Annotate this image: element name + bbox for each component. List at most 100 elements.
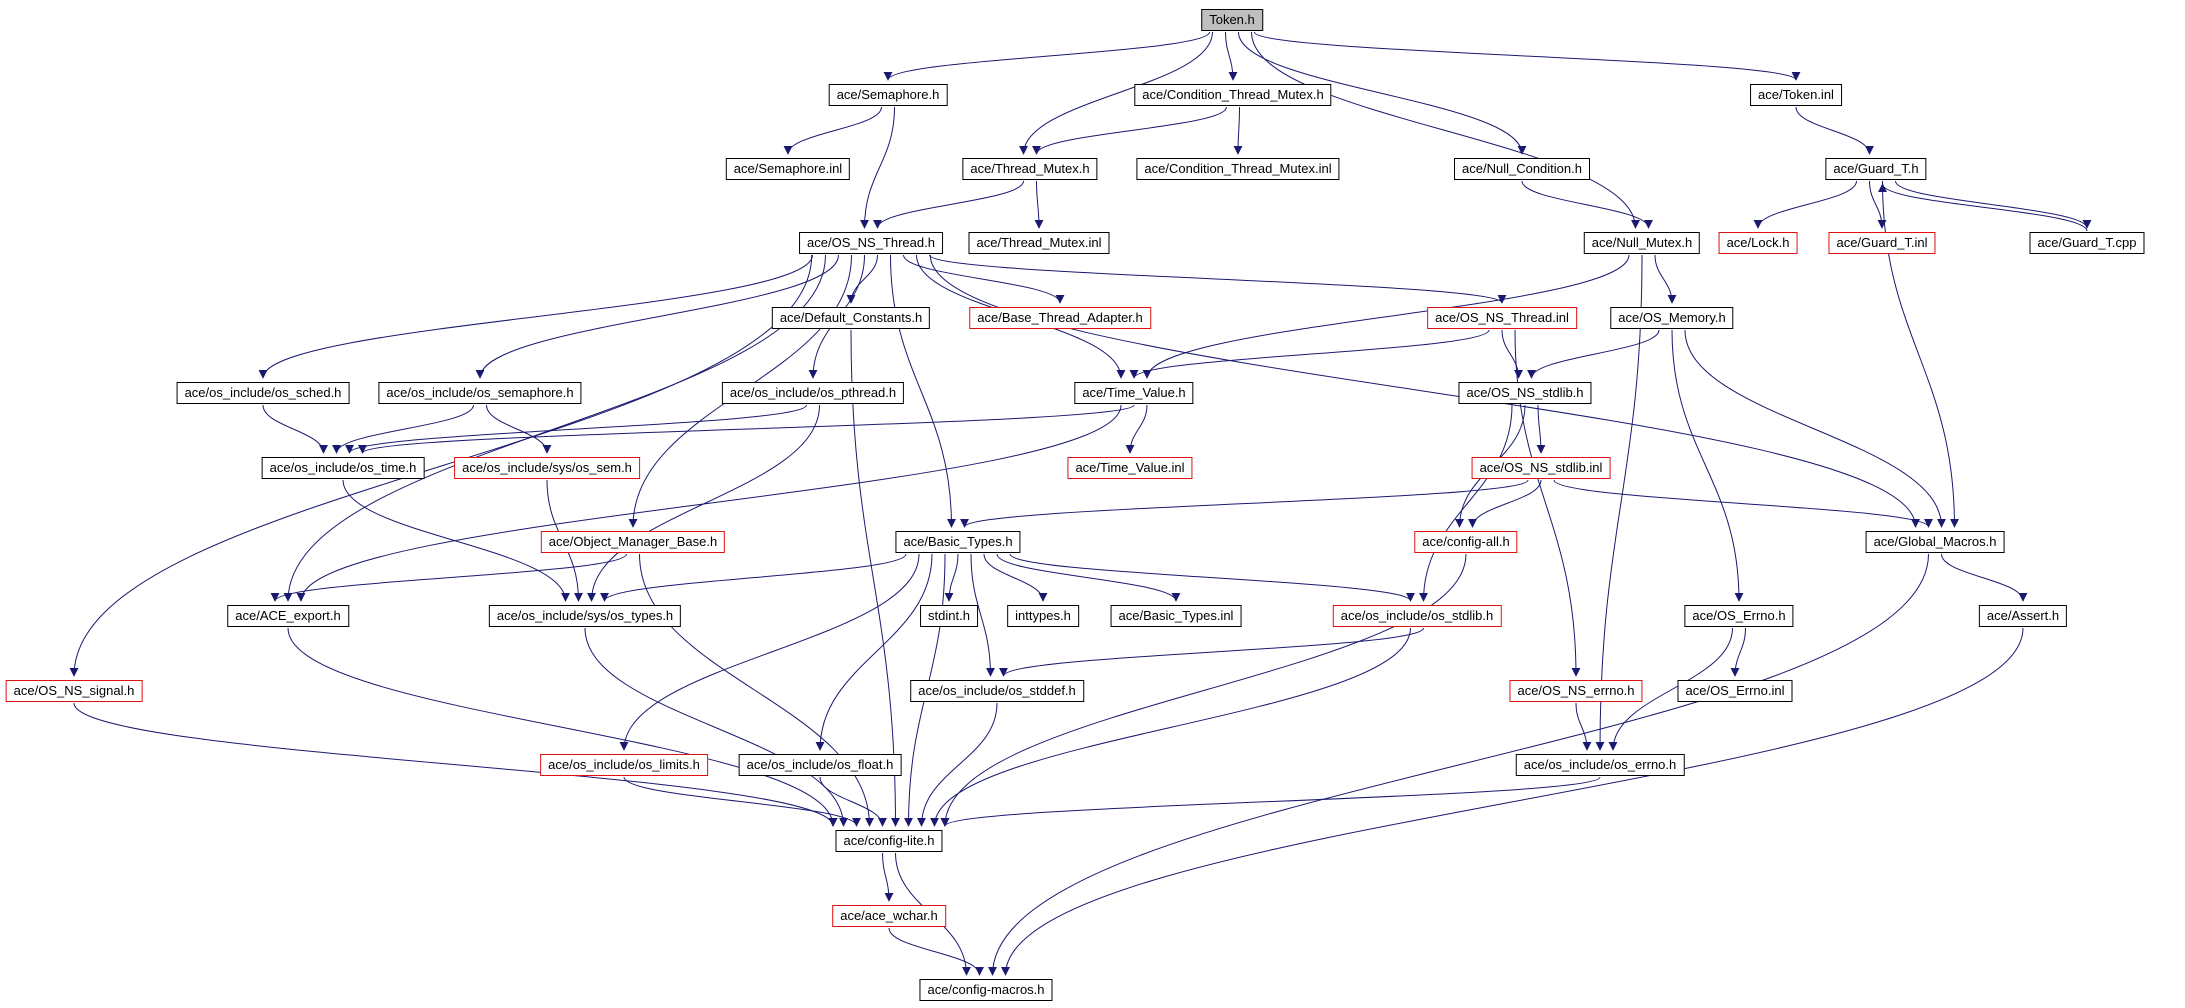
graph-node-config_macros_h[interactable]: ace/config-macros.h: [919, 979, 1053, 1001]
graph-node-semaphore_inl[interactable]: ace/Semaphore.inl: [725, 158, 851, 180]
include-edge-time_value_h-time_value_inl: [1125, 404, 1148, 454]
include-edge-os_float_h-config_lite_h: [819, 776, 887, 827]
graph-node-os_time_h[interactable]: ace/os_include/os_time.h: [261, 457, 425, 479]
graph-node-guard_t_cpp[interactable]: ace/Guard_T.cpp: [2029, 232, 2145, 254]
include-edge-config_all_h-config_lite_h: [940, 553, 1467, 827]
include-edge-token_h-thread_mutex_h: [1019, 31, 1213, 155]
include-edge-object_manager_base_h-ace_export_h: [270, 553, 627, 602]
include-edge-os_stdlib_h-config_lite_h: [930, 627, 1411, 827]
graph-node-lock_h[interactable]: ace/Lock.h: [1718, 232, 1798, 254]
include-edge-guard_t_h-guard_t_inl: [1869, 180, 1887, 229]
graph-node-assert_h[interactable]: ace/Assert.h: [1978, 605, 2068, 627]
include-edge-assert_h-config_macros_h: [1001, 627, 2024, 976]
graph-node-config_all_h[interactable]: ace/config-all.h: [1414, 531, 1518, 553]
graph-node-basic_types_h[interactable]: ace/Basic_Types.h: [895, 531, 1021, 553]
include-edge-os_semaphore_h-sys_os_sem_h: [486, 404, 552, 454]
include-edge-thread_mutex_h-os_ns_thread_h: [873, 180, 1024, 229]
include-edge-null_mutex_h-time_value_h: [1142, 254, 1630, 379]
include-edge-token_h-semaphore_h: [883, 31, 1211, 81]
graph-node-os_semaphore_h[interactable]: ace/os_include/os_semaphore.h: [378, 382, 582, 404]
graph-node-oserrno_inl[interactable]: ace/OS_Errno.inl: [1677, 680, 1793, 702]
include-edge-null_condition_h-null_mutex_h: [1521, 180, 1653, 229]
include-edge-cond_tm_h-thread_mutex_h: [1032, 106, 1227, 155]
include-edge-guard_t_cpp-guard_t_h: [1878, 183, 2088, 232]
graph-node-thread_mutex_h[interactable]: ace/Thread_Mutex.h: [962, 158, 1098, 180]
include-edge-os_limits_h-config_lite_h: [623, 776, 861, 827]
include-edge-os_ns_stdlib_inl-global_macros_h: [1553, 479, 1933, 528]
include-edge-basic_types_h-inttypes_h: [983, 553, 1048, 602]
graph-node-os_sched_h[interactable]: ace/os_include/os_sched.h: [176, 382, 350, 404]
include-edge-os_ns_thread_h-os_ns_signal_h: [69, 254, 813, 677]
include-edge-os_memory_h-os_ns_stdlib_h: [1527, 329, 1660, 379]
graph-node-os_limits_h[interactable]: ace/os_include/os_limits.h: [540, 754, 708, 776]
graph-node-token_inl[interactable]: ace/Token.inl: [1750, 84, 1842, 106]
graph-node-os_ns_stdlib_h[interactable]: ace/OS_NS_stdlib.h: [1458, 382, 1592, 404]
graph-node-object_manager_base_h[interactable]: ace/Object_Manager_Base.h: [540, 531, 726, 553]
include-edge-os_ns_thread_h-os_sched_h: [258, 254, 813, 379]
graph-node-osinc_errno_h[interactable]: ace/os_include/os_errno.h: [1515, 754, 1685, 776]
include-edge-os_stddef_h-config_lite_h: [917, 702, 998, 827]
include-edge-os_pthread_h-sys_os_types_h: [587, 404, 820, 602]
include-edge-time_value_h-ace_export_h: [296, 404, 1122, 602]
include-edge-guard_t_h-guard_t_cpp: [1895, 180, 2092, 229]
include-edge-os_ns_stdlib_inl-config_all_h: [1468, 479, 1542, 528]
include-edge-time_value_h-os_time_h: [358, 404, 1135, 454]
graph-node-sys_os_types_h[interactable]: ace/os_include/sys/os_types.h: [488, 605, 682, 627]
include-edge-os_sched_h-os_time_h: [262, 404, 328, 454]
graph-node-null_condition_h[interactable]: ace/Null_Condition.h: [1454, 158, 1590, 180]
include-edge-token_inl-guard_t_h: [1795, 106, 1874, 155]
graph-node-os_memory_h[interactable]: ace/OS_Memory.h: [1610, 307, 1734, 329]
include-edge-os_semaphore_h-os_time_h: [332, 404, 474, 454]
include-edge-os_pthread_h-os_time_h: [345, 404, 807, 454]
graph-node-os_stddef_h[interactable]: ace/os_include/os_stddef.h: [910, 680, 1084, 702]
graph-node-semaphore_h[interactable]: ace/Semaphore.h: [828, 84, 948, 106]
include-edge-semaphore_h-semaphore_inl: [783, 106, 882, 155]
graph-node-global_macros_h[interactable]: ace/Global_Macros.h: [1865, 531, 2005, 553]
include-edge-null_mutex_h-osinc_errno_h: [1595, 254, 1643, 751]
graph-node-ace_export_h[interactable]: ace/ACE_export.h: [227, 605, 349, 627]
graph-node-null_mutex_h[interactable]: ace/Null_Mutex.h: [1583, 232, 1701, 254]
graph-node-time_value_inl[interactable]: ace/Time_Value.inl: [1067, 457, 1193, 479]
graph-node-default_constants_h[interactable]: ace/Default_Constants.h: [771, 307, 931, 329]
include-edge-default_constants_h-config_lite_h: [850, 329, 900, 827]
graph-node-cond_tm_h[interactable]: ace/Condition_Thread_Mutex.h: [1134, 84, 1332, 106]
graph-node-guard_t_inl[interactable]: ace/Guard_T.inl: [1828, 232, 1936, 254]
include-edge-global_macros_h-config_macros_h: [988, 553, 1929, 976]
graph-node-os_ns_signal_h[interactable]: ace/OS_NS_signal.h: [5, 680, 143, 702]
graph-node-ace_wchar_h[interactable]: ace/ace_wchar.h: [832, 905, 946, 927]
graph-node-inttypes_h[interactable]: inttypes.h: [1007, 605, 1079, 627]
graph-node-oserrno_h[interactable]: ace/OS_Errno.h: [1684, 605, 1794, 627]
include-edge-os_ns_errno_h-osinc_errno_h: [1575, 702, 1592, 751]
graph-node-os_pthread_h[interactable]: ace/os_include/os_pthread.h: [721, 382, 905, 404]
graph-node-os_ns_stdlib_inl[interactable]: ace/OS_NS_stdlib.inl: [1471, 457, 1611, 479]
include-edge-os_memory_h-oserrno_h: [1671, 329, 1744, 602]
graph-node-guard_t_h[interactable]: ace/Guard_T.h: [1825, 158, 1927, 180]
graph-node-os_ns_thread_h[interactable]: ace/OS_NS_Thread.h: [799, 232, 943, 254]
include-edge-cond_tm_h-cond_tm_inl: [1233, 106, 1243, 155]
include-edge-os_ns_thread_inl-time_value_h: [1129, 329, 1490, 379]
graph-node-stdint_h[interactable]: stdint.h: [920, 605, 978, 627]
include-edge-global_macros_h-assert_h: [1941, 553, 2028, 602]
graph-node-sys_os_sem_h[interactable]: ace/os_include/sys/os_sem.h: [454, 457, 640, 479]
include-edge-semaphore_h-os_ns_thread_h: [860, 106, 895, 229]
include-edge-os_ns_thread_inl-os_ns_stdlib_h: [1501, 329, 1523, 379]
include-edge-os_ns_thread_h-basic_types_h: [890, 254, 956, 528]
graph-node-os_float_h[interactable]: ace/os_include/os_float.h: [738, 754, 902, 776]
include-edge-os_ns_thread_h-base_thread_adapter_h: [903, 254, 1065, 304]
graph-node-config_lite_h[interactable]: ace/config-lite.h: [835, 830, 943, 852]
graph-node-os_stdlib_h[interactable]: ace/os_include/os_stdlib.h: [1332, 605, 1502, 627]
graph-node-cond_tm_inl[interactable]: ace/Condition_Thread_Mutex.inl: [1136, 158, 1340, 180]
graph-node-thread_mutex_inl[interactable]: ace/Thread_Mutex.inl: [968, 232, 1110, 254]
include-edge-os_ns_stdlib_inl-basic_types_h: [960, 479, 1529, 528]
graph-node-basic_types_inl[interactable]: ace/Basic_Types.inl: [1110, 605, 1242, 627]
include-edge-token_h-null_mutex_h: [1251, 31, 1640, 229]
graph-node-os_ns_errno_h[interactable]: ace/OS_NS_errno.h: [1509, 680, 1643, 702]
include-edge-token_h-cond_tm_h: [1225, 31, 1238, 81]
graph-node-time_value_h[interactable]: ace/Time_Value.h: [1074, 382, 1194, 404]
include-edge-guard_t_h-lock_h: [1753, 180, 1857, 229]
include-edge-config_lite_h-ace_wchar_h: [882, 852, 894, 902]
include-edge-basic_types_h-basic_types_inl: [996, 553, 1181, 602]
graph-node-os_ns_thread_inl[interactable]: ace/OS_NS_Thread.inl: [1427, 307, 1577, 329]
graph-node-base_thread_adapter_h[interactable]: ace/Base_Thread_Adapter.h: [969, 307, 1151, 329]
